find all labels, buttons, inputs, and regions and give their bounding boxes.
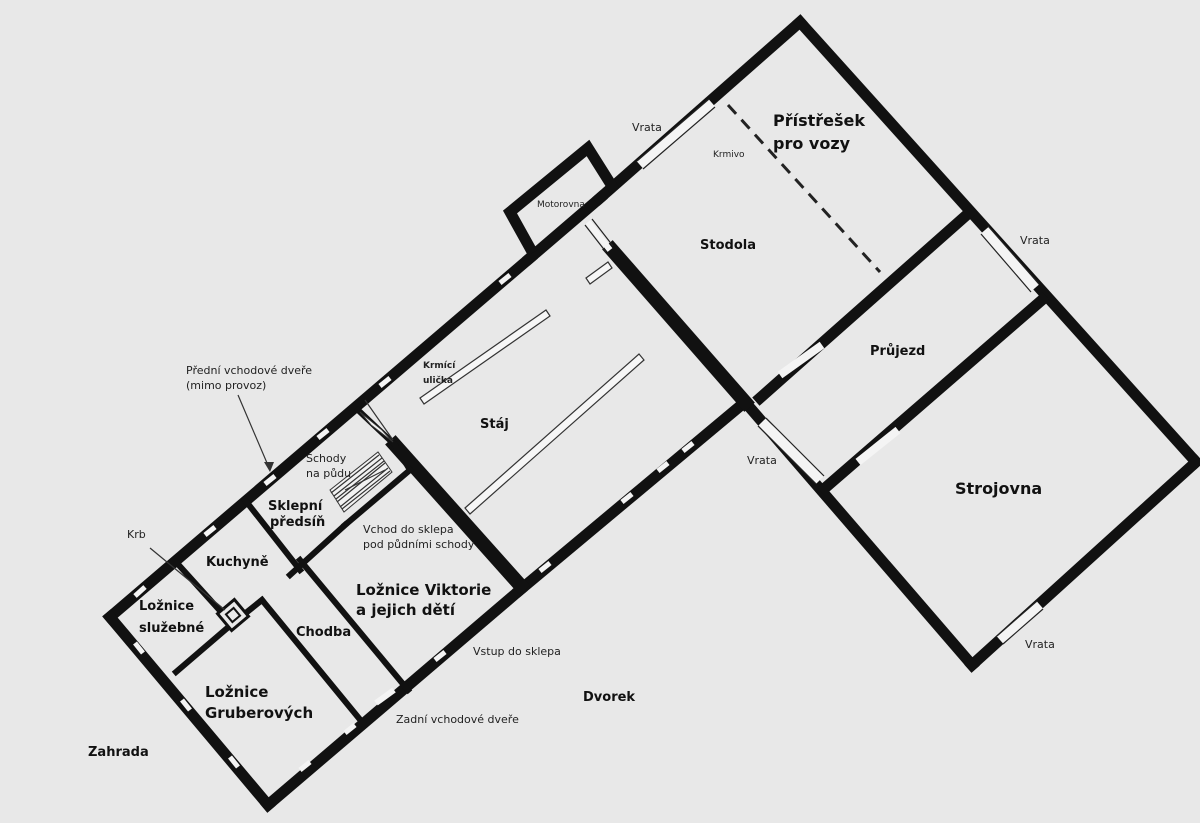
rail-lower bbox=[464, 353, 645, 515]
fodder-label: Krmivo bbox=[713, 150, 745, 160]
exterior-walls bbox=[102, 14, 1200, 813]
rail-small bbox=[585, 261, 613, 285]
gate-label-right: Vrata bbox=[1020, 234, 1050, 247]
stairs-wall-bottom bbox=[340, 465, 415, 530]
kitchen-label: Kuchyně bbox=[206, 555, 269, 570]
gruber-corridor-wall bbox=[257, 595, 367, 727]
stable-house-wall bbox=[385, 435, 530, 595]
fireplace bbox=[149, 547, 251, 633]
viktoria-bedroom-label-line2: a jejich dětí bbox=[356, 601, 456, 619]
feed-aisle-label-line2: ulička bbox=[423, 375, 453, 386]
corridor-label: Chodba bbox=[296, 625, 351, 640]
fireplace-label: Krb bbox=[127, 528, 146, 541]
carport-label-line1: Přístřešek bbox=[773, 111, 865, 130]
cellar-vestibule-label-line1: Sklepní bbox=[268, 499, 324, 514]
stable-barn-wall bbox=[602, 240, 755, 412]
vestibule-kitchen-wall bbox=[240, 495, 305, 575]
garden-label: Zahrada bbox=[88, 745, 149, 760]
back-door-label: Zadní vchodové dveře bbox=[396, 713, 519, 726]
engine-room-walls bbox=[502, 139, 620, 256]
courtyard-label: Dvorek bbox=[583, 690, 635, 705]
cellar-access-label: Vstup do sklepa bbox=[473, 645, 561, 658]
stairs-label-line1: Schody bbox=[306, 452, 347, 465]
cellar-entrance-label-line2: pod půdními schody bbox=[363, 538, 475, 551]
feed-aisle-label-line1: Krmící bbox=[423, 361, 456, 371]
front-door-label-line2: (mimo provoz) bbox=[186, 379, 266, 392]
windows bbox=[133, 273, 695, 772]
cellar-vestibule-label-line2: předsíň bbox=[270, 515, 325, 530]
cellar-entrance-label-line1: Vchod do sklepa bbox=[363, 523, 454, 536]
gates bbox=[374, 98, 1044, 706]
passage-label: Průjezd bbox=[870, 344, 925, 359]
gate-label-top: Vrata bbox=[632, 121, 662, 134]
stable-rails bbox=[419, 261, 645, 515]
corridor-bedroom-wall bbox=[295, 555, 413, 695]
stairs-leader bbox=[344, 469, 386, 491]
stable-front-wall bbox=[522, 190, 608, 266]
rail-upper bbox=[419, 309, 551, 405]
engine-room-label: Motorovna bbox=[537, 200, 585, 210]
engine-room bbox=[502, 139, 620, 256]
front-door-label-line1: Přední vchodové dveře bbox=[186, 364, 312, 377]
maid-room-bottom-wall bbox=[171, 619, 237, 677]
machine-room-label: Strojovna bbox=[955, 479, 1042, 498]
carport-label-line2: pro vozy bbox=[773, 134, 851, 153]
stairs-label-line2: na půdu bbox=[306, 467, 351, 480]
gate-label-middle: Vrata bbox=[747, 454, 777, 467]
vestibule-bedroom-wall bbox=[285, 520, 350, 580]
stable-label: Stáj bbox=[480, 417, 509, 432]
house-back-wall bbox=[260, 582, 528, 813]
gruber-bedroom-label-line2: Gruberových bbox=[205, 704, 313, 722]
front-door-leader bbox=[237, 394, 271, 471]
maid-bedroom-label-line1: Ložnice bbox=[139, 599, 194, 614]
barn-label: Stodola bbox=[700, 238, 756, 253]
stairs-wall-right bbox=[390, 440, 415, 475]
gruber-bedroom-label-line1: Ložnice bbox=[205, 683, 268, 701]
carport-divider bbox=[726, 103, 882, 274]
maid-bedroom-label-line2: služebné bbox=[139, 621, 204, 636]
gate-label-bottom: Vrata bbox=[1025, 638, 1055, 651]
fireplace-leader bbox=[149, 547, 226, 611]
viktoria-bedroom-label-line1: Ložnice Viktorie bbox=[356, 581, 491, 599]
